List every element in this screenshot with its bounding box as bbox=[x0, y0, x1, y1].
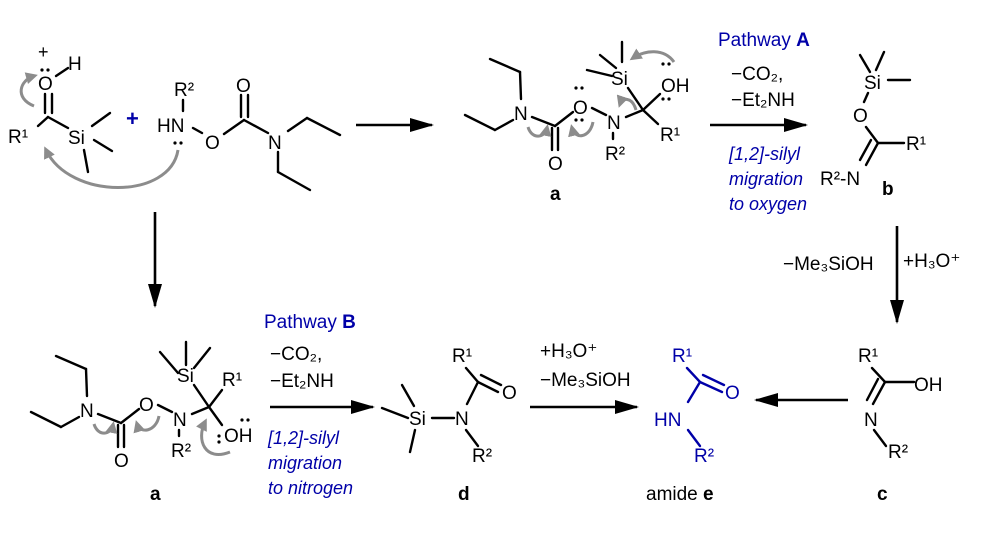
curved-arrow bbox=[526, 124, 552, 138]
atom-n: N bbox=[514, 104, 528, 125]
compound-label: a bbox=[550, 184, 561, 205]
atom-n: N bbox=[607, 113, 621, 134]
r1-label: R¹ bbox=[452, 346, 472, 367]
amide-e: R¹ O HN R² amide e bbox=[646, 346, 740, 505]
r1-label: R¹ bbox=[8, 127, 28, 148]
r2-label: R² bbox=[472, 446, 492, 467]
intermediate-a-bottom: N O O N R² Si R¹ OH a bbox=[29, 340, 253, 505]
product-c: R¹ OH N R² c bbox=[858, 346, 943, 505]
r1-label: R¹ bbox=[672, 346, 692, 367]
curved-arrow bbox=[44, 146, 180, 189]
atom-oh: OH bbox=[914, 375, 943, 396]
compound-label: b bbox=[882, 179, 894, 200]
compound-label: c bbox=[877, 484, 888, 505]
atom-si: Si bbox=[864, 73, 881, 94]
curved-arrow bbox=[568, 121, 595, 138]
condition-et2nh: −Et₂NH bbox=[731, 90, 795, 111]
condition-h3o: +H₃O⁺ bbox=[540, 341, 597, 362]
pathway-b-title: Pathway B bbox=[264, 312, 356, 333]
atom-si: Si bbox=[409, 409, 426, 430]
r2-label: R² bbox=[694, 446, 714, 467]
r2-label: R² bbox=[888, 442, 908, 463]
r2-n-label: R²-N bbox=[820, 169, 860, 190]
condition-co2: −CO₂, bbox=[731, 64, 783, 85]
curved-arrow bbox=[133, 415, 161, 434]
atom-n: N bbox=[268, 133, 282, 154]
condition-me3sioh: −Me₃SiOH bbox=[540, 370, 631, 391]
atom-o: O bbox=[502, 383, 517, 404]
atom-si: Si bbox=[611, 69, 628, 90]
r2-label: R² bbox=[605, 144, 625, 165]
atom-o-carbonyl: O bbox=[548, 154, 563, 175]
atom-oh: OH bbox=[224, 426, 253, 447]
product-b: Si O R¹ R²-N b bbox=[820, 50, 926, 200]
r2-label: R² bbox=[171, 441, 191, 462]
atom-o: O bbox=[853, 106, 868, 127]
atom-o-carbonyl: O bbox=[236, 76, 251, 97]
atom-h: H bbox=[68, 54, 82, 75]
curved-arrow bbox=[92, 421, 118, 435]
atom-si: Si bbox=[177, 366, 194, 387]
compound-label: d bbox=[458, 484, 470, 505]
r2-label: R² bbox=[174, 80, 194, 101]
r1-label: R¹ bbox=[858, 346, 878, 367]
atom-o: O bbox=[725, 383, 740, 404]
pathway-a-title: Pathway A bbox=[718, 30, 810, 51]
atom-o: O bbox=[139, 395, 154, 416]
atom-o: O bbox=[573, 98, 588, 119]
pathway-a-note: migration bbox=[729, 169, 803, 189]
intermediate-a-top: N O O N R² Si OH R¹ a bbox=[463, 40, 690, 205]
r1-label: R¹ bbox=[222, 370, 242, 391]
atom-o-carbonyl: O bbox=[114, 451, 129, 472]
r1-label: R¹ bbox=[660, 125, 680, 146]
atom-hn: HN bbox=[157, 116, 184, 137]
atom-o: O bbox=[205, 133, 220, 154]
atom-n: N bbox=[80, 401, 94, 422]
curved-arrow bbox=[629, 48, 676, 63]
atom-o: O bbox=[38, 74, 53, 95]
r1-label: R¹ bbox=[906, 134, 926, 155]
positive-charge: + bbox=[38, 42, 49, 62]
atom-oh: OH bbox=[661, 76, 690, 97]
plus-sign: + bbox=[126, 106, 139, 131]
atom-si: Si bbox=[68, 128, 85, 149]
reactant-hydroxylamine: R² HN O O N bbox=[157, 76, 342, 192]
curved-arrow bbox=[196, 418, 231, 456]
atom-n: N bbox=[173, 410, 187, 431]
condition-h3o: +H₃O⁺ bbox=[903, 251, 960, 272]
atom-n: N bbox=[864, 410, 878, 431]
compound-label: a bbox=[150, 484, 161, 505]
atom-hn: HN bbox=[654, 410, 681, 431]
product-d: R¹ O N Si R² d bbox=[380, 346, 517, 505]
curved-arrow bbox=[616, 94, 638, 111]
atom-n: N bbox=[455, 409, 469, 430]
condition-et2nh: −Et₂NH bbox=[270, 371, 334, 392]
condition-co2: −CO₂, bbox=[270, 344, 322, 365]
condition-me3sioh: −Me₃SiOH bbox=[783, 254, 874, 275]
reactant-acylsilane: O + H R¹ Si bbox=[8, 42, 180, 189]
pathway-a-note: to oxygen bbox=[729, 194, 807, 214]
pathway-a-note: [1,2]-silyl bbox=[728, 144, 801, 164]
pathway-b-note: migration bbox=[268, 453, 342, 473]
pathway-b-note: [1,2]-silyl bbox=[267, 428, 340, 448]
compound-label: amide e bbox=[646, 484, 714, 505]
pathway-b-note: to nitrogen bbox=[268, 478, 353, 498]
curved-arrow bbox=[19, 72, 38, 108]
